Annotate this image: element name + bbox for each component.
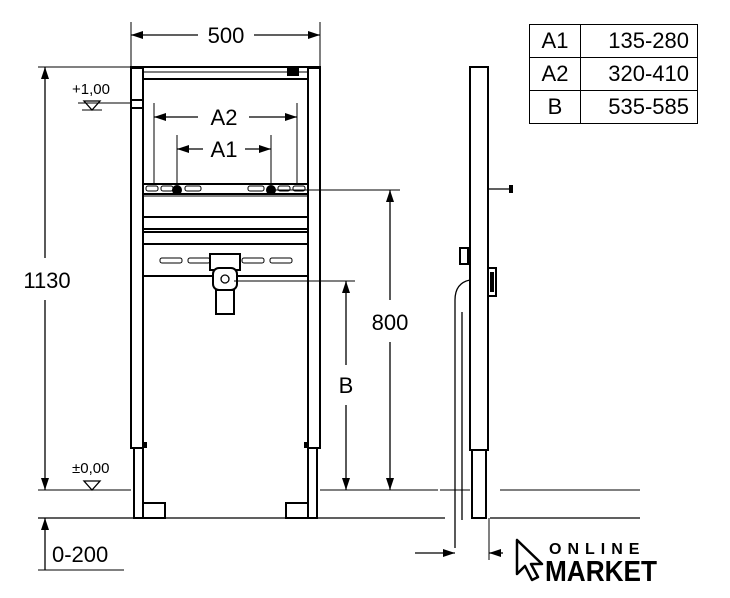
right-upright-lock bbox=[304, 442, 308, 448]
tap-connection-right bbox=[266, 185, 276, 195]
side-waste-clip-inner bbox=[490, 272, 494, 292]
a2-dimension-label: A2 bbox=[211, 105, 238, 130]
spec-row: B 535-585 bbox=[529, 90, 698, 124]
bracket-slot-3 bbox=[184, 185, 202, 192]
waste-slot-3 bbox=[241, 257, 265, 264]
brand-logo: ONLINE MARKET bbox=[515, 538, 657, 588]
level-triangle-icon bbox=[82, 100, 102, 111]
spec-row: A1 135-280 bbox=[529, 24, 698, 58]
cursor-arrow-icon bbox=[515, 538, 544, 582]
max-height-label: 800 bbox=[372, 310, 409, 335]
spec-value: 135-280 bbox=[580, 24, 698, 58]
front-view: 500 bbox=[130, 22, 321, 519]
side-upright bbox=[469, 66, 489, 451]
mid-rail bbox=[142, 216, 309, 230]
fitting-bracket bbox=[142, 183, 309, 195]
upper-level-label: +1,00 bbox=[72, 81, 110, 98]
right-foot-tube bbox=[307, 447, 318, 519]
floor-range-label: 0-200 bbox=[52, 542, 108, 567]
waste-rail-top bbox=[142, 231, 309, 245]
floor-triangle-icon bbox=[82, 480, 102, 491]
side-waste-pipe bbox=[454, 279, 471, 548]
tap-connection-left bbox=[172, 185, 182, 195]
waste-slot-1 bbox=[159, 257, 183, 264]
spec-key: B bbox=[529, 90, 581, 124]
left-upright bbox=[130, 67, 144, 449]
left-upright-lock bbox=[143, 442, 147, 448]
side-view bbox=[415, 66, 513, 560]
left-upright-bracket bbox=[130, 99, 144, 109]
spec-row: A2 320-410 bbox=[529, 57, 698, 91]
b-dimension-label: B bbox=[339, 373, 354, 398]
floor-level-marker: ±0,00 bbox=[38, 460, 640, 491]
spec-table: A1 135-280 A2 320-410 B 535-585 bbox=[529, 24, 698, 124]
side-foot-tube bbox=[471, 449, 487, 519]
side-bracket bbox=[459, 247, 469, 265]
bracket-slot-5 bbox=[277, 185, 291, 192]
spec-key: A2 bbox=[529, 57, 581, 91]
left-foot-plate bbox=[142, 502, 166, 519]
bracket-slot-1 bbox=[145, 185, 159, 192]
bracket-slot-4 bbox=[247, 185, 265, 192]
left-foot-tube bbox=[133, 447, 144, 519]
a1-dimension-label: A1 bbox=[211, 137, 238, 162]
upper-level-marker: +1,00 bbox=[72, 81, 131, 111]
waste-slot-4 bbox=[269, 257, 293, 264]
frame-top-clip bbox=[287, 68, 299, 76]
brand-line-1: ONLINE bbox=[549, 541, 645, 558]
right-foot-plate bbox=[285, 502, 309, 519]
side-tap-end bbox=[509, 185, 513, 193]
waste-outlet-hole bbox=[220, 274, 230, 284]
spec-key: A1 bbox=[529, 24, 581, 58]
height-dimension-label: 1130 bbox=[23, 268, 70, 293]
raw-floor: 0-200 bbox=[38, 517, 640, 571]
floor-level-label: ±0,00 bbox=[72, 460, 109, 477]
max-height-dimension: 800 bbox=[272, 189, 409, 490]
right-upright bbox=[307, 67, 321, 449]
b-dimension: B bbox=[234, 280, 355, 490]
width-dimension-label: 500 bbox=[208, 23, 245, 48]
spec-value: 320-410 bbox=[580, 57, 698, 91]
waste-outlet-pipe bbox=[215, 289, 235, 315]
brand-line-2: MARKET bbox=[545, 556, 657, 588]
height-dimension: 1130 bbox=[23, 66, 131, 490]
bracket-slot-6 bbox=[292, 185, 306, 192]
spec-value: 535-585 bbox=[580, 90, 698, 124]
